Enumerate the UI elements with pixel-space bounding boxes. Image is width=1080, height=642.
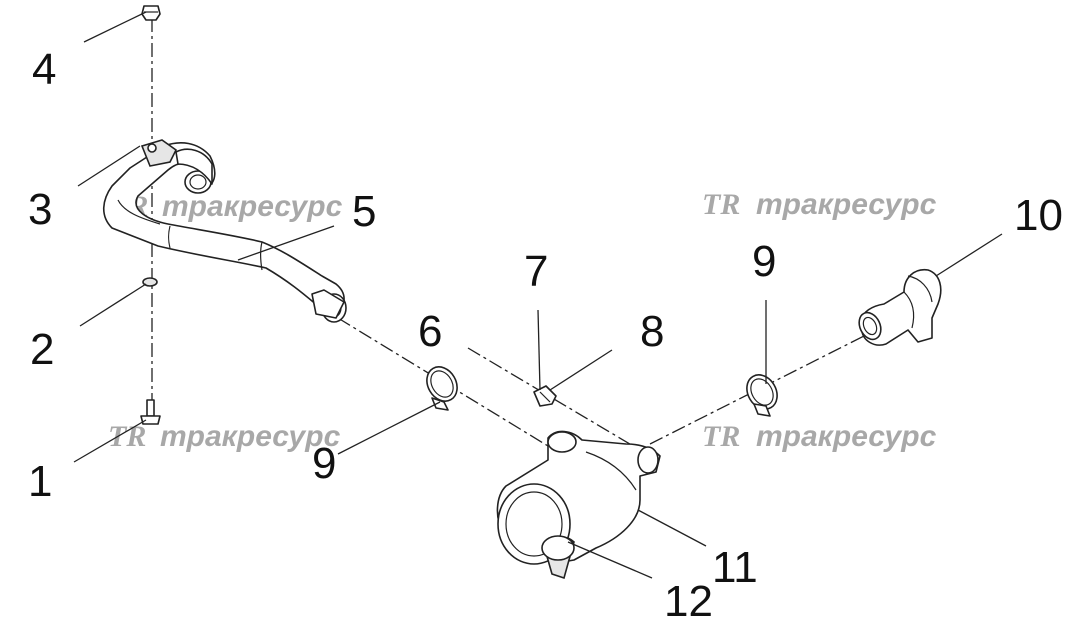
leader-line-7 [537, 309, 541, 391]
watermark-logo: TR [702, 420, 740, 453]
watermark-text: тракресурс [756, 188, 937, 221]
part-washer [142, 277, 158, 287]
watermark-top-left: TR тракресурс [110, 190, 343, 223]
callout-5: 5 [352, 187, 376, 236]
part-air-filter [496, 430, 661, 580]
leader-line-5 [237, 225, 335, 261]
part-hose-clamp-left [426, 366, 458, 411]
adapter-axis [467, 347, 641, 451]
callout-7: 7 [524, 247, 548, 296]
callout-11: 11 [712, 543, 758, 592]
hose-to-filter-axis [337, 317, 549, 447]
part-outlet-elbow [858, 268, 942, 346]
callout-8: 8 [640, 307, 664, 356]
watermark-logo: TR [702, 188, 740, 221]
callout-4: 4 [32, 45, 56, 94]
leader-line-1 [73, 419, 147, 463]
leader-line-8 [549, 349, 613, 391]
watermark-text: тракресурс [160, 420, 341, 453]
callout-1: 1 [28, 457, 52, 506]
leader-line-3 [77, 145, 141, 187]
callout-9-left: 9 [312, 439, 336, 488]
watermark-text: тракресурс [162, 190, 343, 223]
callout-12: 12 [664, 577, 713, 626]
watermark-logo: TR [108, 420, 146, 453]
watermark-text: тракресурс [756, 420, 937, 453]
part-bolt [140, 399, 161, 425]
callout-10: 10 [1014, 191, 1063, 240]
callout-2: 2 [30, 325, 54, 374]
leader-line-11 [637, 509, 707, 547]
watermark-top-right: TR тракресурс [702, 188, 937, 221]
part-hose-clamp-right [746, 374, 778, 417]
watermark-bottom-left: TR тракресурс [108, 420, 341, 453]
leader-line-10 [935, 233, 1003, 277]
callout-3: 3 [28, 185, 52, 234]
leader-line-2 [79, 283, 147, 327]
watermark-bottom-right: TR тракресурс [702, 420, 937, 453]
part-adapter [533, 385, 557, 407]
leader-line-12 [567, 541, 653, 579]
callout-9-right: 9 [752, 237, 776, 286]
leader-line-9-left [337, 401, 441, 455]
callout-6: 6 [418, 307, 442, 356]
part-intake-hose [102, 139, 347, 323]
leader-line-4 [83, 11, 147, 43]
